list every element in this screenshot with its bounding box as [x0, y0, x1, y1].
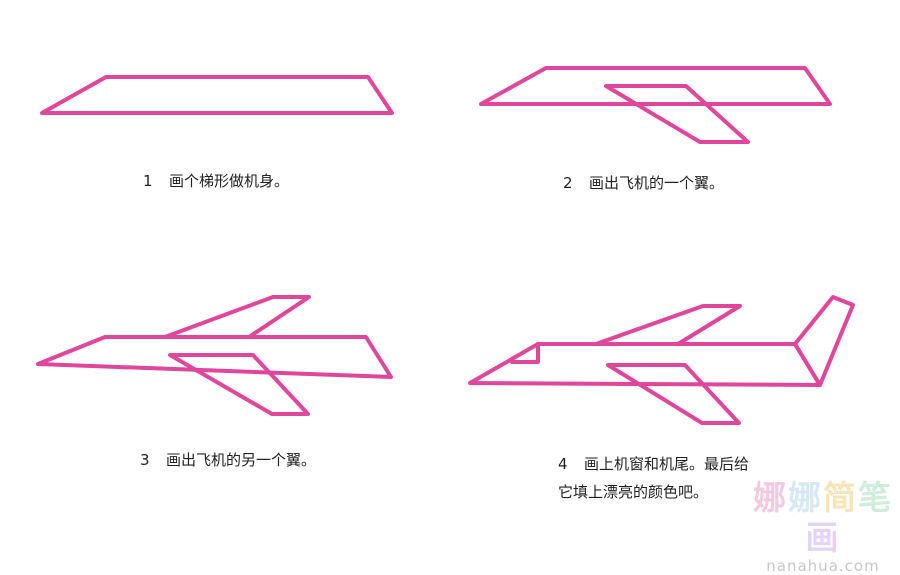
step-4-caption: 4 画上机窗和机尾。最后给 [558, 453, 749, 475]
watermark-char-4: 笔 [858, 478, 893, 517]
step-1-number: 1 [143, 172, 153, 190]
step-2-fuselage [479, 66, 832, 106]
watermark-title: 娜娜简笔画 [748, 478, 898, 558]
step-1-fuselage [40, 75, 394, 115]
step-4-number: 4 [558, 455, 568, 473]
step-3-text: 画出飞机的另一个翼。 [166, 451, 317, 469]
step-4-cockpit-window [510, 342, 540, 364]
step-1-caption: 1 画个梯形做机身。 [143, 170, 289, 192]
step-4-tail [793, 295, 855, 387]
watermark-url: nanahua.com [766, 557, 880, 575]
step-2-number: 2 [563, 174, 573, 192]
step-2-text: 画出飞机的一个翼。 [589, 174, 725, 192]
watermark-char-2: 娜 [788, 478, 823, 517]
watermark-char-5: 画 [805, 518, 841, 557]
step-3-fuselage [36, 335, 393, 379]
step-3-lower-wing [168, 353, 310, 416]
step-4-upper-wing [594, 304, 742, 346]
step-3-figure [36, 295, 393, 416]
step-3-caption: 3 画出飞机的另一个翼。 [140, 449, 316, 471]
watermark-char-1: 娜 [753, 478, 788, 517]
step-3-number: 3 [140, 451, 150, 469]
step-4-text: 画上机窗和机尾。最后给 [584, 455, 750, 473]
step-2-figure [479, 66, 832, 144]
step-2-wing [604, 84, 750, 144]
step-4-caption-line2: 它填上漂亮的颜色吧。 [558, 483, 709, 501]
step-4-lower-wing [606, 363, 741, 425]
step-4-figure [468, 295, 855, 425]
airplane-drawing-steps [36, 66, 855, 425]
watermark: 娜娜简笔画 nanahua.com [748, 478, 898, 574]
step-1-figure [40, 75, 394, 115]
step-3-upper-wing [163, 295, 311, 339]
step-1-text: 画个梯形做机身。 [169, 172, 290, 190]
watermark-char-3: 简 [823, 478, 858, 517]
step-2-caption: 2 画出飞机的一个翼。 [563, 172, 724, 194]
